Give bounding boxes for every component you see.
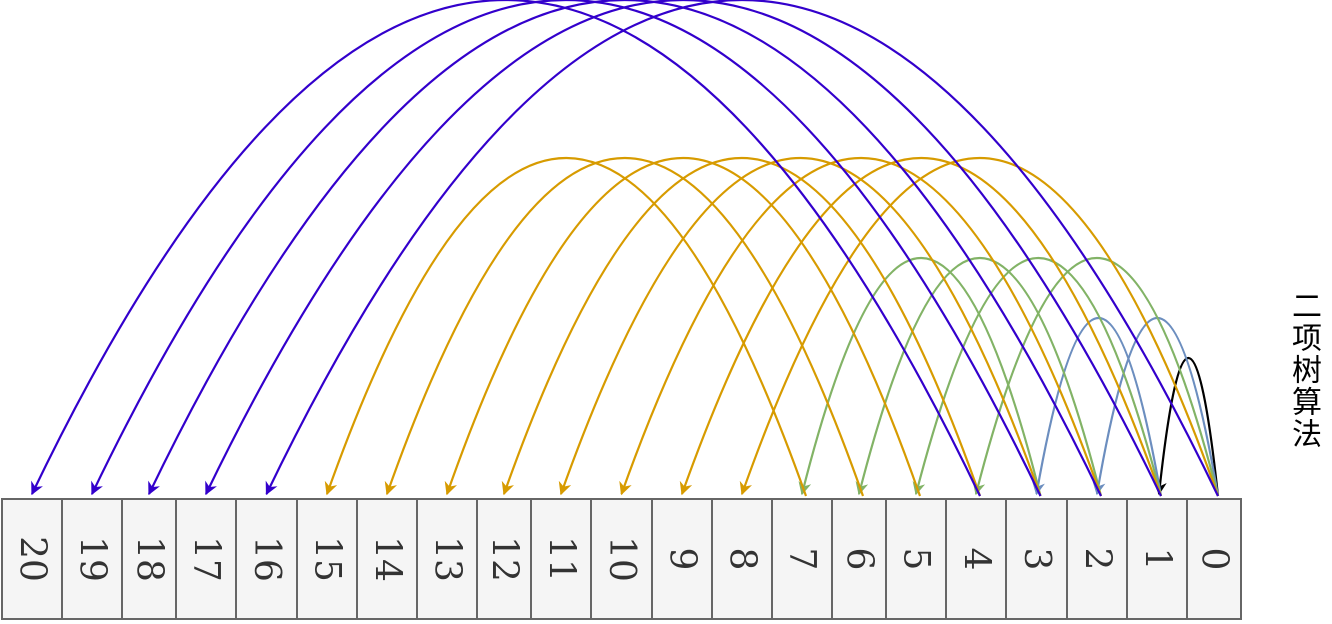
cell-label: 10 [601, 536, 642, 582]
array-cell: 13 [416, 498, 478, 620]
array-cell: 19 [61, 498, 123, 620]
arrow-7-to-15 [324, 156, 808, 497]
array-cell: 18 [121, 498, 177, 620]
array-cell: 10 [590, 498, 653, 620]
array-cell: 5 [885, 498, 947, 620]
cell-label: 6 [839, 548, 880, 571]
cell-box [945, 498, 1007, 620]
diagram-title: 二项树算法 [1286, 290, 1321, 450]
cell-box [296, 498, 358, 620]
array-cell: 14 [356, 498, 418, 620]
cell-box [476, 498, 532, 620]
cell-box [121, 498, 177, 620]
arrow-0-to-8 [739, 156, 1220, 497]
arrow-2-to-18 [148, 0, 1102, 497]
cell-label: 19 [72, 536, 113, 582]
array-cell: 16 [235, 498, 298, 620]
array-cell: 9 [651, 498, 713, 620]
array-cell: 15 [296, 498, 358, 620]
arrow-1-to-9 [679, 156, 1163, 497]
cell-box [235, 498, 298, 620]
cell-box [1126, 498, 1188, 620]
arrow-3-to-19 [91, 0, 1042, 497]
arrow-0-to-4 [972, 256, 1220, 497]
arrow-2-to-6 [855, 256, 1103, 497]
array-cell: 0 [1186, 498, 1242, 620]
cell-box [61, 498, 123, 620]
cell-box [590, 498, 653, 620]
cell-label: 2 [1077, 548, 1118, 571]
cell-label: 9 [662, 548, 703, 571]
arrow-3-to-7 [798, 256, 1042, 497]
array-cell: 12 [476, 498, 532, 620]
array-cell: 11 [530, 498, 592, 620]
cell-label: 8 [722, 548, 763, 571]
cell-box [1066, 498, 1128, 620]
arrow-3-to-11 [558, 156, 1042, 497]
cell-box [885, 498, 947, 620]
array-cell: 7 [771, 498, 833, 620]
array-cell: 20 [1, 498, 63, 620]
array-cell: 6 [831, 498, 887, 620]
arrow-5-to-13 [444, 156, 922, 497]
cell-label: 4 [956, 548, 997, 571]
array-cell: 3 [1005, 498, 1068, 620]
array-cell: 17 [175, 498, 237, 620]
arrow-2-to-10 [619, 156, 1103, 497]
array-cell: 1 [1126, 498, 1188, 620]
cell-box [771, 498, 833, 620]
arrow-1-to-5 [912, 256, 1163, 497]
arrow-layer [31, 0, 1220, 497]
cell-label: 17 [186, 536, 227, 582]
cell-label: 3 [1016, 548, 1057, 571]
cell-box [711, 498, 773, 620]
arrow-0-to-16 [265, 0, 1219, 497]
arrow-0-to-1 [1153, 356, 1220, 497]
cell-label: 1 [1137, 548, 1178, 571]
cell-label: 18 [129, 536, 170, 582]
cell-label: 14 [367, 536, 408, 582]
cell-box [175, 498, 237, 620]
arrow-1-to-17 [205, 0, 1162, 497]
cell-label: 16 [246, 536, 287, 582]
cell-box [1186, 498, 1242, 620]
array-cell: 2 [1066, 498, 1128, 620]
arrow-4-to-20 [31, 0, 981, 497]
cell-label: 0 [1194, 548, 1235, 571]
cell-box [1, 498, 63, 620]
cell-label: 12 [484, 536, 525, 582]
array-cell: 4 [945, 498, 1007, 620]
arrow-6-to-14 [384, 156, 865, 497]
cell-label: 13 [427, 536, 468, 582]
cell-label: 7 [782, 548, 823, 571]
cell-label: 5 [896, 548, 937, 571]
cell-label: 11 [541, 536, 582, 582]
arrow-1-to-3 [1032, 317, 1163, 497]
arrow-4-to-12 [501, 156, 982, 497]
array-cell: 8 [711, 498, 773, 620]
cell-label: 15 [307, 536, 348, 582]
cell-label: 20 [12, 536, 53, 582]
